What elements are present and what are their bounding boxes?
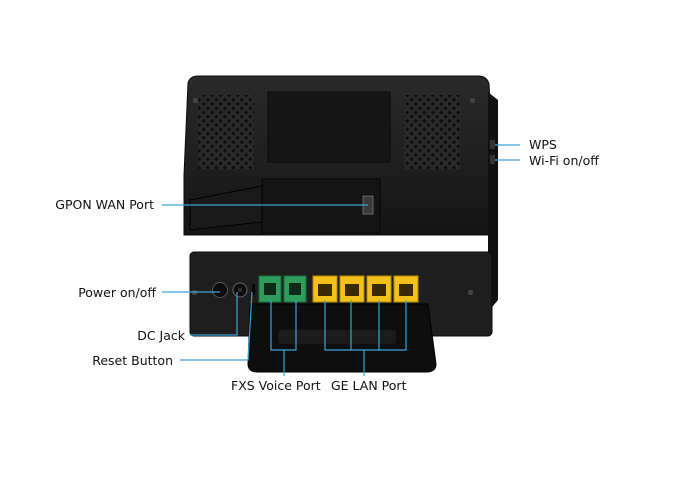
label-ge-lan-port: GE LAN Port	[331, 378, 407, 393]
power-switch	[212, 282, 228, 298]
cable-clip	[189, 185, 263, 231]
label-wps: WPS	[529, 137, 557, 152]
screw-bottom-right	[468, 290, 473, 295]
stand-slot	[278, 330, 396, 344]
leader-reset	[180, 291, 253, 361]
wifi-button	[490, 155, 495, 164]
wps-button	[490, 140, 495, 149]
fxs-ports	[258, 275, 307, 303]
vent-right	[404, 95, 460, 169]
leader-lines	[162, 144, 520, 376]
label-power-onoff: Power on/off	[78, 285, 156, 300]
label-dc-jack: DC Jack	[137, 328, 185, 343]
label-reset-button: Reset Button	[92, 353, 173, 368]
dc-jack-pin	[238, 288, 242, 292]
wan-recess	[261, 178, 381, 234]
leader-lan	[324, 300, 407, 351]
lan-ports	[312, 275, 419, 303]
vent-left	[198, 95, 254, 169]
label-fxs-voice-port: FXS Voice Port	[231, 378, 321, 393]
screw-top-right	[470, 98, 475, 103]
reset-hole	[252, 284, 255, 295]
label-gpon-wan-port: GPON WAN Port	[55, 197, 154, 212]
label-wifi-onoff: Wi-Fi on/off	[529, 153, 599, 168]
screw-top-left	[193, 98, 198, 103]
router-body	[183, 75, 498, 373]
top-recess	[267, 91, 391, 163]
leader-dc-jack	[190, 292, 238, 336]
